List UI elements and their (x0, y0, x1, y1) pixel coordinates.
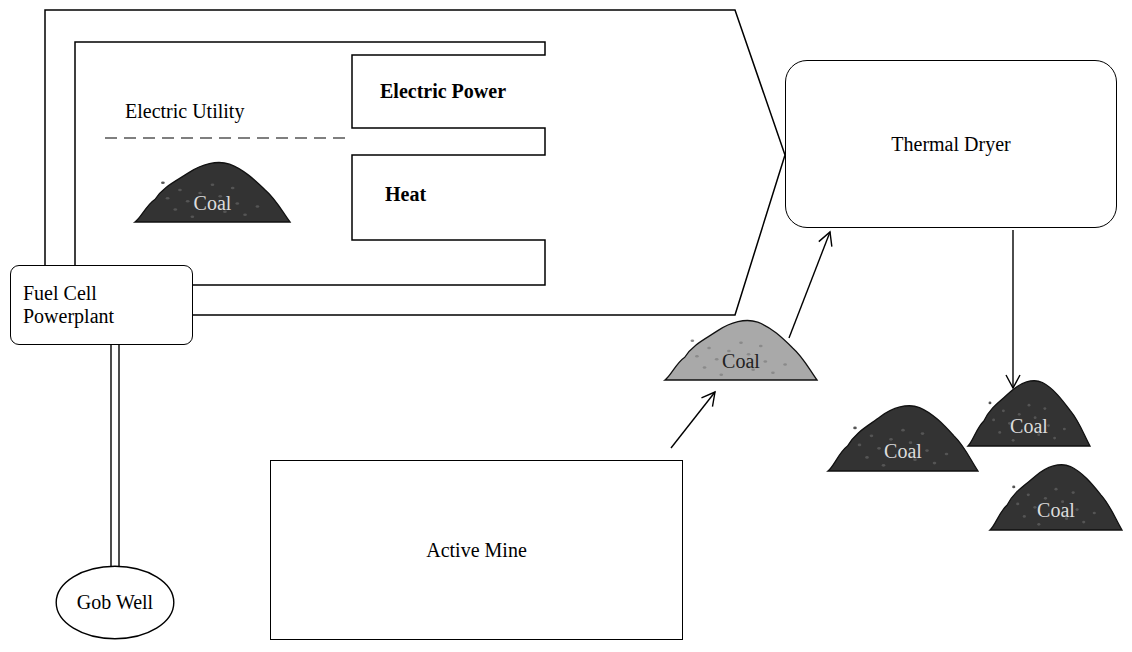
fuel-cell-box: Fuel Cell Powerplant (10, 265, 193, 345)
pile-label: Coal (194, 192, 232, 215)
node-label: Active Mine (426, 539, 527, 562)
coal-pile: Coal (665, 318, 817, 380)
node-label: Gob Well (77, 591, 153, 614)
pile-label: Coal (1037, 499, 1075, 522)
coal-pile: Coal (990, 462, 1122, 530)
node-label: Fuel Cell Powerplant (23, 282, 148, 328)
thermal-dryer-box: Thermal Dryer (785, 60, 1117, 228)
flow-arrow (1013, 230, 1014, 388)
flow-label: Electric Power (380, 80, 506, 103)
active-mine-box: Active Mine (270, 460, 683, 640)
flow-arrow (671, 392, 715, 448)
coal-pile: Coal (828, 403, 978, 471)
utility-boundary-dashed-line (105, 137, 348, 138)
coal-pile: Coal (135, 160, 290, 222)
flow-label: Heat (385, 183, 426, 206)
pile-label: Coal (884, 440, 922, 463)
flow-arrow (789, 232, 830, 338)
pile-label: Coal (722, 350, 760, 373)
coal-pile: Coal (968, 378, 1090, 446)
node-label: Thermal Dryer (891, 133, 1010, 156)
gob-well-circle: Gob Well (55, 565, 175, 640)
region-label: Electric Utility (125, 100, 244, 123)
gas-pipe (111, 345, 119, 566)
pile-label: Coal (1010, 415, 1048, 438)
